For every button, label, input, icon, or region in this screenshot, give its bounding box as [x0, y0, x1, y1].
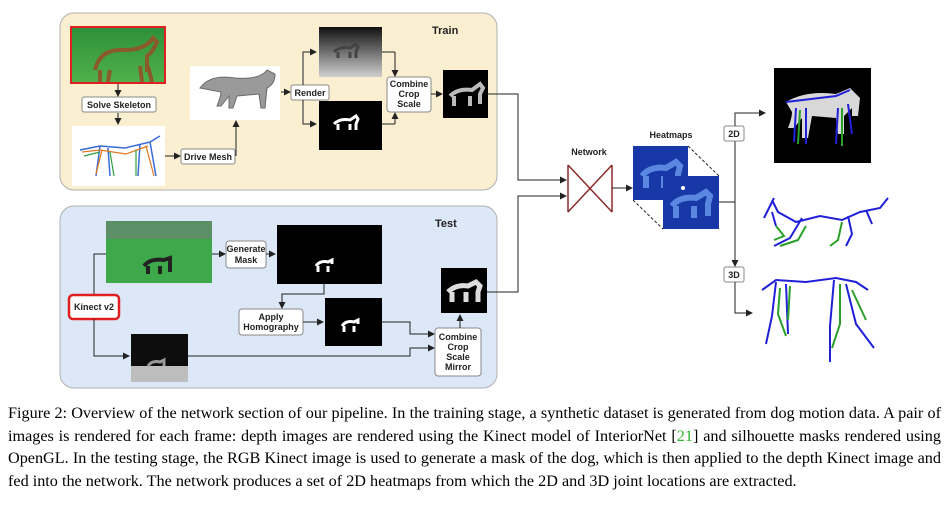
3d-skeleton-bottom: [761, 276, 875, 362]
solve-skeleton-label: Solve Skeleton: [87, 100, 151, 110]
depth-kinect-image: [131, 334, 188, 382]
drive-mesh-box: [180, 148, 236, 165]
depth-render: [319, 27, 382, 77]
drive-mesh-label: Drive Mesh: [184, 152, 232, 162]
generate-mask-line1: Generate: [226, 244, 265, 254]
generate-mask-line2: Mask: [235, 255, 259, 265]
mocap-photo: [70, 26, 166, 84]
render-box: [290, 84, 330, 101]
generated-mask-image: [277, 225, 382, 284]
solve-skeleton-box: [81, 96, 157, 113]
2d-result-image: [774, 68, 871, 163]
test-combine-line2: Crop: [448, 342, 469, 352]
homography-line1: Apply: [258, 312, 283, 322]
pipeline-diagram: Train Test Solve Skeleton Drive Mesh Ren…: [59, 12, 889, 389]
train-combine-line2: Crop: [399, 89, 420, 99]
test-combined-image: [441, 268, 487, 313]
output-3d-label: 3D: [728, 270, 740, 280]
test-combine-box: [434, 327, 482, 377]
test-combine-line1: Combine: [439, 332, 478, 342]
caption-citation[interactable]: 21: [676, 426, 693, 445]
train-combine-line1: Combine: [390, 79, 429, 89]
train-title: Train: [432, 25, 459, 37]
test-combine-line4: Mirror: [445, 362, 472, 372]
heatmaps-label: Heatmaps: [649, 130, 692, 140]
kinect-label: Kinect v2: [74, 302, 114, 312]
train-combined-image: [443, 70, 488, 118]
3d-skeleton-top: [763, 197, 889, 247]
dog-mesh: [190, 66, 280, 120]
network-label: Network: [571, 147, 608, 157]
homography-result-image: [325, 298, 382, 346]
heatmap-stack: [632, 145, 720, 230]
test-title: Test: [435, 218, 457, 230]
figure-caption: Figure 2: Overview of the network sectio…: [8, 402, 941, 492]
output-2d-label: 2D: [728, 129, 740, 139]
train-combine-line3: Scale: [397, 99, 421, 109]
caption-part1: Figure 2: Overview of the network sectio…: [8, 404, 941, 445]
network-icon: [567, 164, 613, 213]
output-3d-box: [723, 266, 745, 283]
render-label: Render: [294, 88, 326, 98]
caption-part2: ] and silhouette masks rendered using Op…: [8, 426, 941, 490]
skeleton-render: [72, 126, 165, 186]
rgb-kinect-image: [106, 221, 212, 283]
homography-line2: Homography: [243, 322, 299, 332]
test-combine-line3: Scale: [446, 352, 470, 362]
output-2d-box: [723, 125, 745, 142]
silhouette-render: [319, 101, 382, 150]
